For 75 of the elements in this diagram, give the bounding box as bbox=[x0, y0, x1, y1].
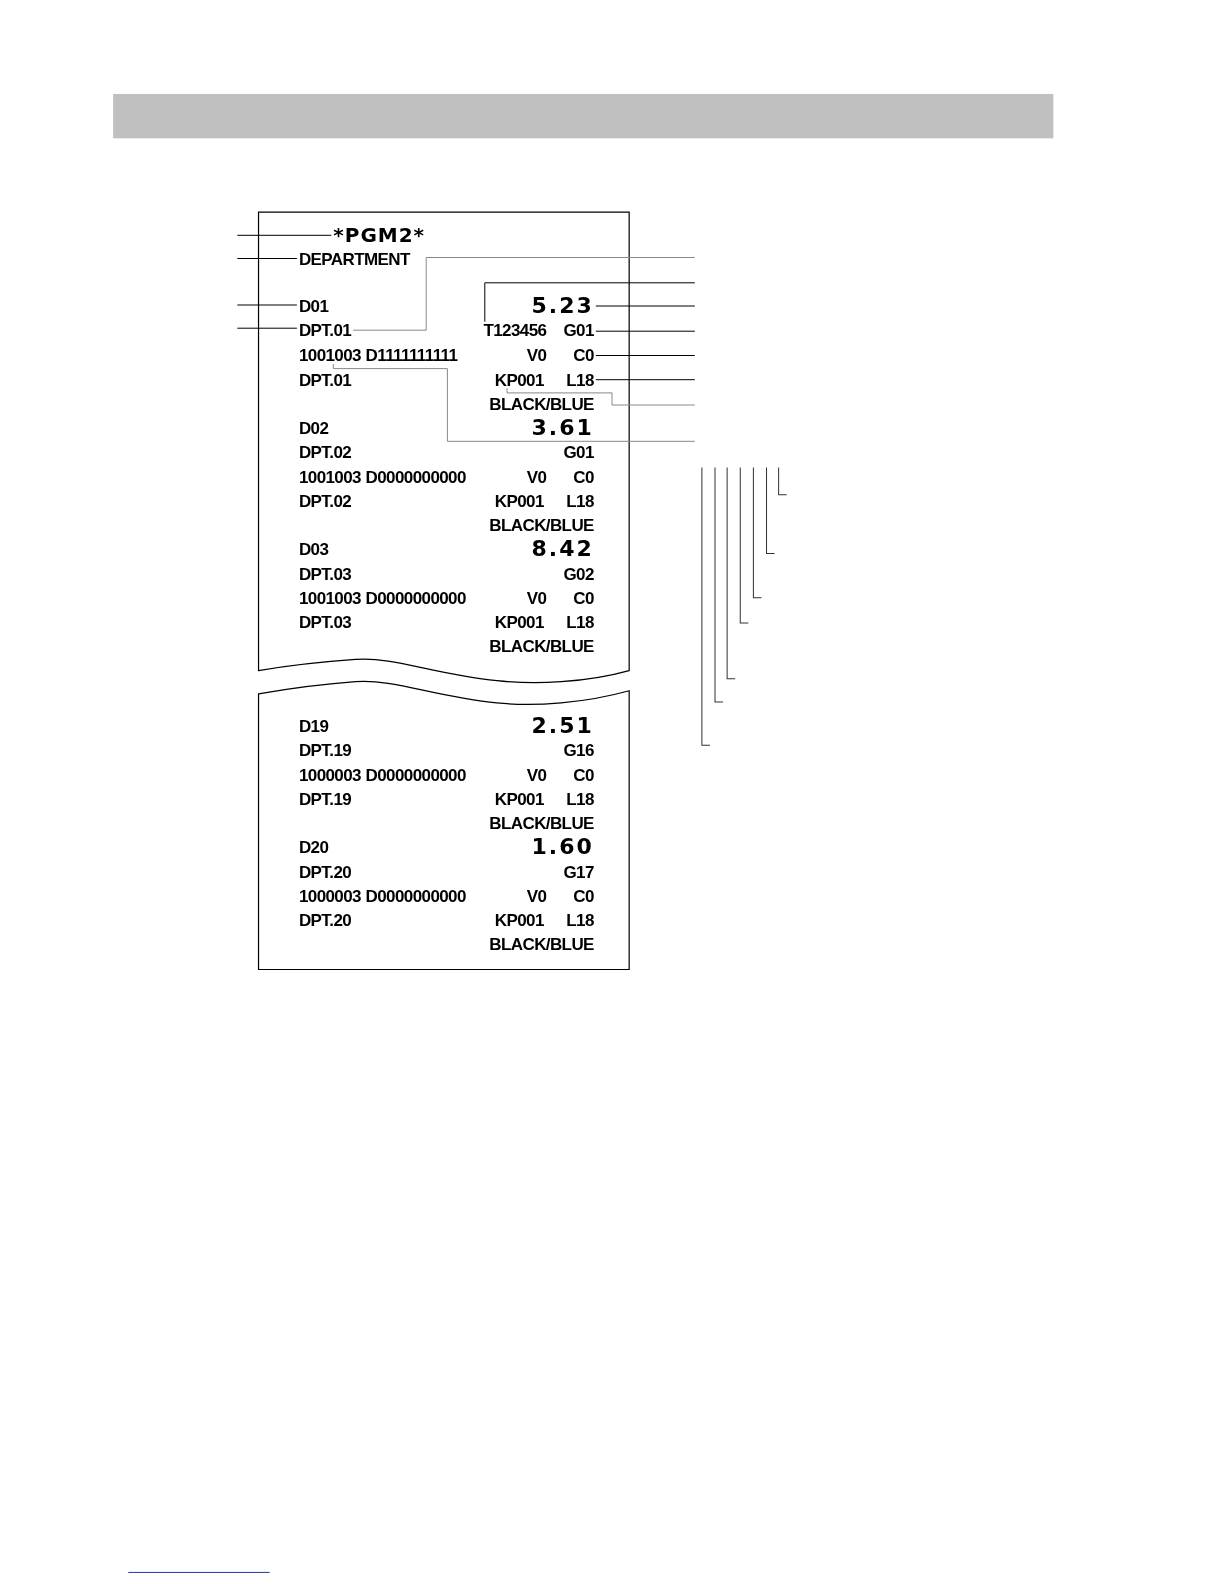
amount-text: 8.42 bbox=[531, 538, 594, 561]
leader-line bbox=[506, 387, 696, 406]
receipt-text: D1111111111 bbox=[365, 347, 458, 364]
receipt-text: KP001 bbox=[494, 613, 544, 631]
receipt-text: DEPARTMENT bbox=[298, 250, 410, 268]
receipt-text: 1001003 bbox=[298, 589, 361, 607]
receipt-text: C0 bbox=[573, 766, 594, 784]
receipt-text: C0 bbox=[573, 887, 594, 905]
receipt-text: L18 bbox=[566, 790, 594, 808]
receipt-text: KP001 bbox=[494, 371, 544, 389]
leader-line bbox=[236, 304, 298, 306]
receipt-text: BLACK/BLUE bbox=[489, 935, 594, 953]
receipt-text: V0 bbox=[526, 589, 547, 607]
receipt-text: BLACK/BLUE bbox=[489, 516, 594, 534]
receipt-text: T123456 bbox=[483, 321, 547, 339]
leader-line bbox=[352, 257, 696, 331]
receipt-text: DPT.02 bbox=[298, 492, 352, 510]
receipt-text: 1000003 bbox=[298, 887, 361, 905]
receipt-text: C0 bbox=[573, 468, 594, 486]
receipt-text: D0000000000 bbox=[365, 887, 466, 905]
receipt-text: V0 bbox=[526, 347, 547, 364]
receipt-text: V0 bbox=[526, 766, 547, 784]
receipt-text: KP001 bbox=[494, 911, 544, 929]
leader-line bbox=[236, 327, 298, 329]
receipt-text: D02 bbox=[298, 419, 329, 437]
receipt-text: DPT.19 bbox=[298, 741, 352, 759]
receipt-text: G16 bbox=[563, 741, 594, 759]
receipt-text: DPT.20 bbox=[298, 911, 352, 929]
receipt-text: L18 bbox=[566, 911, 594, 929]
receipt-text: DPT.01 bbox=[298, 321, 352, 339]
receipt-text: 1000003 bbox=[298, 766, 361, 784]
leader-line bbox=[236, 258, 298, 259]
receipt-text: D03 bbox=[298, 540, 329, 558]
receipt-text: KP001 bbox=[494, 492, 544, 510]
amount-text: 3.61 bbox=[531, 417, 594, 440]
leader-line bbox=[236, 234, 332, 236]
leader-line bbox=[595, 379, 696, 381]
receipt-text: G02 bbox=[563, 565, 594, 583]
amount-text: 2.51 bbox=[531, 715, 594, 738]
receipt-text: D20 bbox=[298, 838, 329, 856]
receipt-text: G01 bbox=[563, 321, 594, 339]
leader-line bbox=[595, 330, 696, 332]
receipt-text: DPT.19 bbox=[298, 790, 352, 808]
leader-line bbox=[595, 305, 696, 307]
receipt-text: D19 bbox=[298, 717, 329, 735]
receipt-text: D0000000000 bbox=[365, 468, 466, 486]
receipt-text: D01 bbox=[298, 297, 329, 315]
receipt-text: DPT.20 bbox=[298, 863, 352, 881]
leader-line bbox=[332, 363, 696, 442]
receipt-text: KP001 bbox=[494, 790, 544, 808]
receipt-text: DPT.02 bbox=[298, 443, 352, 461]
leader-line bbox=[595, 355, 696, 356]
receipt-text: V0 bbox=[526, 887, 547, 905]
receipt-text: G17 bbox=[563, 863, 594, 881]
receipt-text: DPT.03 bbox=[298, 613, 352, 631]
receipt-text: BLACK/BLUE bbox=[489, 395, 594, 413]
receipt-text: L18 bbox=[566, 492, 594, 510]
receipt-heading: *PGM2* bbox=[333, 225, 426, 246]
amount-text: 1.60 bbox=[531, 836, 594, 859]
receipt-text: L18 bbox=[566, 613, 594, 631]
receipt-text: 1001003 bbox=[298, 347, 361, 364]
receipt-text: DPT.01 bbox=[298, 371, 352, 389]
receipt-text: D0000000000 bbox=[365, 766, 466, 784]
receipt-text: BLACK/BLUE bbox=[489, 814, 594, 832]
receipt-text: C0 bbox=[573, 589, 594, 607]
receipt-text: 1001003 bbox=[298, 468, 361, 486]
amount-text: 5.23 bbox=[531, 295, 594, 317]
receipt-text: BLACK/BLUE bbox=[489, 637, 594, 655]
leader-line bbox=[484, 282, 696, 323]
receipt-text: D0000000000 bbox=[365, 589, 466, 607]
receipt-text: DPT.03 bbox=[298, 565, 352, 583]
receipt-text: V0 bbox=[526, 468, 547, 486]
receipt-text: G01 bbox=[563, 443, 594, 461]
receipt-text: L18 bbox=[566, 371, 594, 389]
receipt-text: C0 bbox=[573, 347, 594, 364]
